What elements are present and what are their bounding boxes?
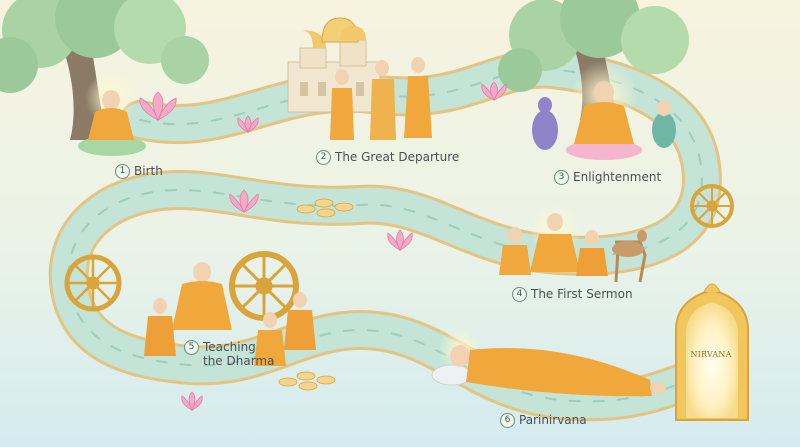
stage-number: 5 <box>184 340 199 355</box>
stage-number: 1 <box>115 164 130 179</box>
bodhi-tree-left <box>0 0 209 140</box>
stage-label-first-sermon: 4 The First Sermon <box>512 287 633 302</box>
stage-number: 2 <box>316 150 331 165</box>
stage-label-parinirvana: 6 Parinirvana <box>500 413 587 428</box>
infant-buddha-figure <box>78 72 146 156</box>
enlightened-buddha-figure <box>532 61 676 160</box>
stage-label-enlightenment: 3 Enlightenment <box>554 170 661 185</box>
footprints-icon <box>278 198 354 391</box>
dharma-wheel-icon <box>64 184 734 321</box>
stage-number: 4 <box>512 287 527 302</box>
stage-label-great-departure: 2 The Great Departure <box>316 150 459 165</box>
stage-title: Birth <box>134 164 163 178</box>
lotus-flowers <box>139 81 507 411</box>
stage-title: The First Sermon <box>531 287 633 301</box>
stage-number: 3 <box>554 170 569 185</box>
stage-title: The Great Departure <box>335 150 460 164</box>
stage-label-birth: 1 Birth <box>115 164 163 179</box>
bodhi-tree-right <box>498 0 689 120</box>
nirvana-gate <box>675 283 749 421</box>
first-sermon-group <box>499 204 647 283</box>
stage-label-teaching-dharma: 5 Teaching the Dharma <box>184 340 274 368</box>
stage-title: Parinirvana <box>519 413 587 427</box>
nirvana-gate-label: NIRVANA <box>690 350 732 359</box>
stage-title: Enlightenment <box>573 170 662 184</box>
teaching-group <box>144 262 316 366</box>
stage-title: Teaching the Dharma <box>203 340 275 368</box>
stage-number: 6 <box>500 413 515 428</box>
reclining-buddha-figure <box>431 328 666 397</box>
departing-figures <box>330 57 432 140</box>
